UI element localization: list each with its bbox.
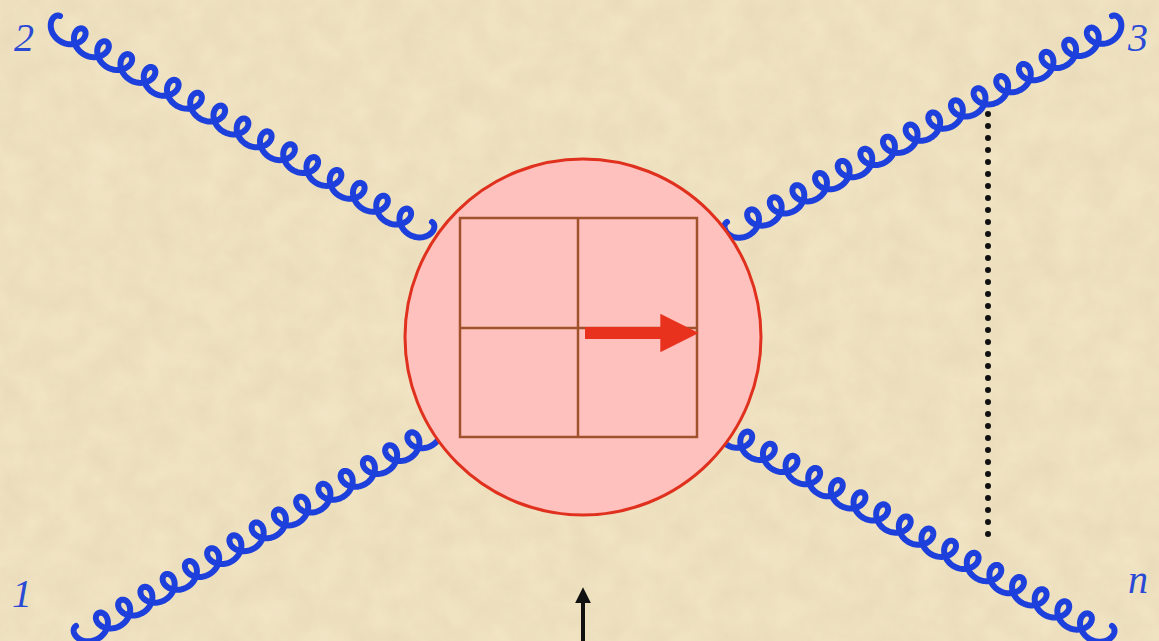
- particle-label: 2: [14, 18, 34, 58]
- dotted-line: [985, 114, 991, 546]
- grid-squares: [460, 218, 697, 437]
- particle-label: 1: [12, 574, 32, 614]
- blob-circle: [405, 159, 761, 515]
- gluon-line: [724, 15, 1121, 237]
- particle-label: 3: [1128, 18, 1148, 58]
- gluon-line: [74, 419, 442, 641]
- gluon-line: [51, 15, 435, 237]
- gluon-lines: [51, 15, 1122, 641]
- particle-label: n: [1128, 560, 1148, 600]
- red-arrow: [585, 327, 668, 339]
- black-arrow: [581, 600, 585, 641]
- gluon-line: [718, 419, 1115, 641]
